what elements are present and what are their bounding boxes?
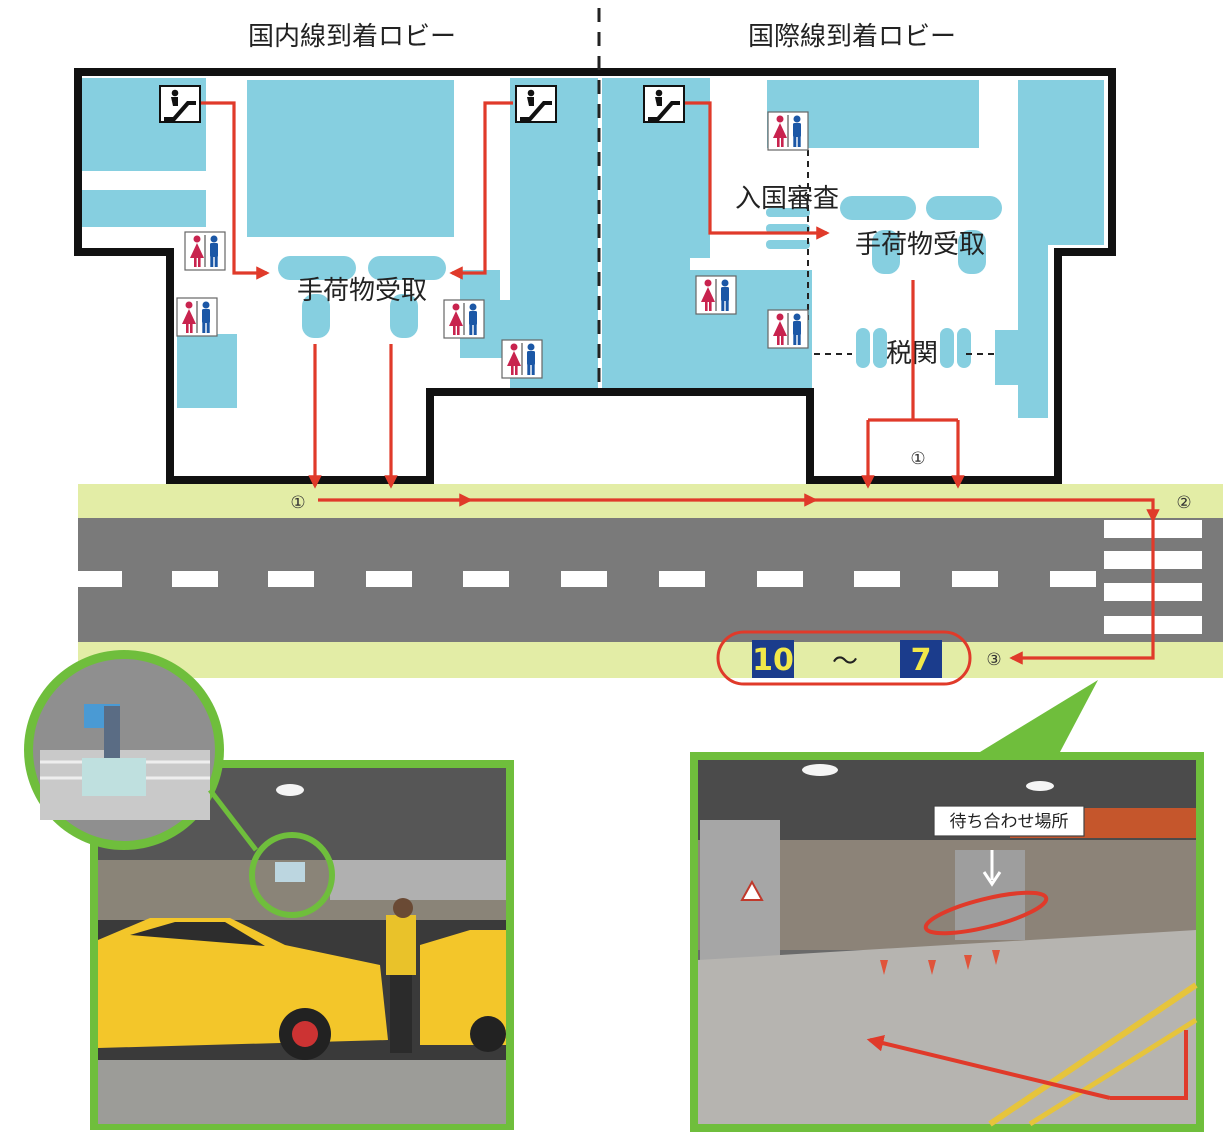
meeting-point-label: 待ち合わせ場所 (950, 812, 1069, 832)
immigration-desks (766, 208, 810, 249)
restroom-icon (184, 231, 226, 271)
zoom-inset-circle (24, 650, 224, 850)
domestic-baggage-label: 手荷物受取 (297, 276, 427, 306)
domestic-lobby-title: 国内線到着ロビー (248, 22, 456, 52)
restroom-icon (767, 111, 809, 151)
gate-box-from (752, 640, 794, 678)
immigration-label: 入国審査 (735, 184, 839, 214)
international-baggage-label: 手荷物受取 (855, 230, 985, 260)
international-baggage-carousels (840, 196, 1002, 274)
restroom-icon (501, 339, 543, 379)
domestic-baggage-carousels (278, 256, 446, 338)
escalator-icon (643, 85, 685, 123)
marker-2: ② (1176, 493, 1191, 513)
domestic-rooms (82, 78, 598, 408)
restroom-icon (767, 309, 809, 349)
zoom-connector (208, 788, 258, 852)
gate-box-to (900, 640, 942, 678)
gate-to-number: 7 (911, 643, 932, 678)
marker-1-domestic: ① (290, 493, 305, 513)
photo-callout-pointer (980, 680, 1098, 752)
gate-from-number: 10 (752, 643, 794, 678)
escalator-icon (159, 85, 201, 123)
marker-3: ③ (986, 650, 1001, 670)
restroom-icon (695, 275, 737, 315)
restroom-icon (176, 297, 218, 337)
international-lobby-title: 国際線到着ロビー (748, 22, 956, 52)
marker-1-international: ① (910, 449, 925, 469)
pickup-gates-outline (716, 630, 972, 686)
gate-range-tilde: 〜 (832, 647, 858, 677)
lower-walkway (78, 642, 1223, 678)
meeting-point-callout-box (933, 805, 1085, 837)
escalator-icon (515, 85, 557, 123)
route-arrows (201, 101, 1160, 665)
customs-gates (856, 328, 971, 368)
restroom-icon (443, 299, 485, 339)
lane-markings (78, 571, 1096, 587)
taxi-photo (90, 760, 514, 1130)
